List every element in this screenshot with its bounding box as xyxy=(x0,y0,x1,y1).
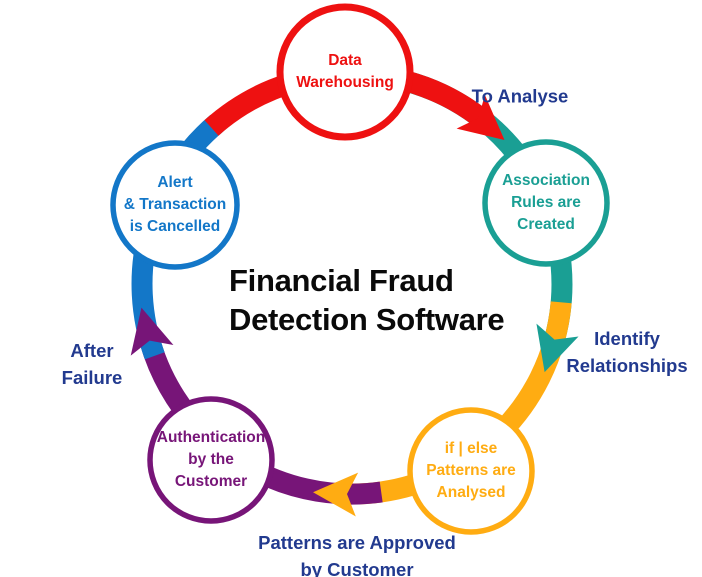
node-label-patterns-analysed: if | else Patterns are Analysed xyxy=(426,438,516,504)
label-line: & Transaction xyxy=(123,196,227,213)
label-line: Association xyxy=(502,172,590,189)
label-line: To Analyse xyxy=(471,85,569,107)
label-line: if | else xyxy=(444,440,498,457)
label-line: Patterns are Approved xyxy=(258,532,456,553)
edge-label-identify-relationships: Identify Relationships xyxy=(566,325,687,379)
label-line: Identify xyxy=(594,328,660,349)
node-circle-patterns-analysed xyxy=(407,407,535,535)
edge-label-to-analyse: To Analyse xyxy=(472,83,569,110)
arrowheads xyxy=(130,94,579,517)
label-line: Rules are xyxy=(511,194,581,211)
node-label-alert-cancelled: Alert & Transaction is Cancelled xyxy=(124,172,227,238)
label-line: Alert xyxy=(157,174,193,191)
label-line: After xyxy=(70,340,114,361)
node-label-association-rules: Association Rules are Created xyxy=(502,170,590,236)
diagram-title-line: Detection Software xyxy=(229,302,505,337)
node-circle-association-rules xyxy=(482,139,610,267)
label-line: by the xyxy=(188,451,234,468)
node-circles xyxy=(110,3,610,535)
label-line: Authentication xyxy=(156,429,266,446)
label-line: Warehousing xyxy=(296,74,394,91)
label-line: Relationships xyxy=(566,355,688,376)
node-label-data-warehousing: Data Warehousing xyxy=(296,50,394,94)
edge-label-after-failure: After Failure xyxy=(62,337,123,391)
node-circle-data-warehousing xyxy=(276,3,414,141)
node-circle-authentication xyxy=(147,396,275,524)
arrowhead-to-analyse xyxy=(456,94,505,140)
label-line: Analysed xyxy=(436,484,506,501)
node-circle-alert-cancelled xyxy=(110,140,240,270)
label-line: Customer xyxy=(174,473,248,490)
arrowhead-patterns-approved xyxy=(313,472,359,517)
diagram-title: Financial Fraud Detection Software xyxy=(229,261,505,339)
label-line: by Customer xyxy=(300,559,414,577)
diagram-title-line: Financial Fraud xyxy=(229,263,454,298)
label-line: Failure xyxy=(61,367,123,388)
node-label-authentication: Authentication by the Customer xyxy=(157,427,266,493)
label-line: Patterns are xyxy=(426,462,516,479)
label-line: Created xyxy=(517,216,575,233)
label-line: is Cancelled xyxy=(129,218,221,235)
arrowhead-identify-relationships xyxy=(536,323,579,373)
label-line: Data xyxy=(328,52,362,69)
arrowhead-after-failure xyxy=(130,307,174,356)
edge-label-patterns-approved: Patterns are Approved by Customer xyxy=(258,529,456,577)
